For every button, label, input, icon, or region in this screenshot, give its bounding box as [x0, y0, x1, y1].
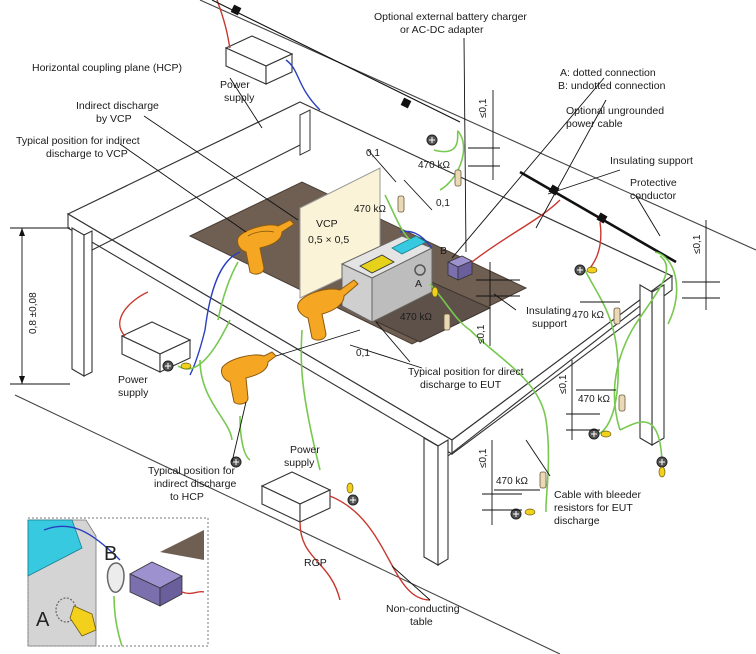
label-insulating-mid-2: support: [532, 318, 567, 330]
dimension-labels: 0,8 ±0,08 ≤0,1 ≤0,1 ≤0,1 ≤0,1 ≤0,1 0,1 0…: [28, 98, 703, 487]
power-cables: [119, 0, 602, 601]
label-charger-1: Optional external battery charger: [374, 11, 527, 23]
rgp-outline: [14, 0, 756, 654]
dim-le-2: ≤0,1: [476, 324, 487, 344]
dim-le-5: ≤0,1: [478, 448, 489, 468]
label-typical-hcp-1: Typical position for: [148, 465, 235, 477]
eut-label-b: B: [440, 245, 447, 257]
label-insulating-top: Insulating support: [610, 155, 693, 167]
label-bleeder-3: discharge: [554, 515, 600, 527]
labels: Optional external battery charger or AC-…: [16, 11, 693, 628]
label-hcp: Horizontal coupling plane (HCP): [32, 62, 182, 74]
label-protective-2: conductor: [630, 190, 677, 202]
leader-lines: [119, 37, 661, 601]
power-supply-bottom: [260, 471, 332, 523]
res-470-d: 470 kΩ: [572, 310, 604, 321]
label-protective-1: Protective: [630, 177, 677, 189]
ground-wires: [177, 130, 678, 513]
label-rgp: RGP: [304, 557, 327, 569]
label-power-top-1: Power: [220, 79, 250, 91]
vcp-title: VCP: [316, 218, 338, 230]
dim-01-a: 0,1: [366, 148, 380, 159]
dim-le-4: ≤0,1: [558, 374, 569, 394]
esd-gun-eut: [297, 279, 359, 341]
power-supply-left: [120, 321, 192, 373]
res-470-b: 470 kΩ: [354, 204, 386, 215]
dimension-lines: [10, 90, 720, 525]
eut-label-a: A: [415, 278, 422, 290]
label-indirect-vcp-2: by VCP: [96, 113, 132, 125]
dim-le-3: ≤0,1: [692, 234, 703, 254]
label-typical-eut-1: Typical position for direct: [408, 366, 524, 378]
label-ungrounded-1: Optional ungrounded: [566, 105, 664, 117]
label-charger-2: or AC-DC adapter: [400, 24, 484, 36]
res-470-c: 470 kΩ: [400, 312, 432, 323]
yellow-lugs: [180, 266, 666, 516]
esd-gun-hcp: [221, 351, 277, 405]
label-ungrounded-2: power cable: [566, 118, 623, 130]
inset-detail: B A: [27, 517, 209, 647]
eut-ground-terminal: [414, 264, 426, 276]
label-indirect-vcp-1: Indirect discharge: [76, 100, 159, 112]
label-typical-vcp-1: Typical position for indirect: [16, 135, 140, 147]
protective-conductor-line: [519, 170, 677, 264]
label-conn-b: B: undotted connection: [558, 80, 666, 92]
label-power-top-2: supply: [224, 92, 255, 104]
power-supply-top: [224, 35, 294, 85]
label-table-1: Non-conducting: [386, 603, 460, 615]
top-power-cable: [211, 0, 461, 123]
battery-charger-box: [447, 255, 473, 281]
esd-gun-vcp: [237, 219, 295, 275]
bleeder-resistors: [397, 169, 626, 489]
ground-terminals: [162, 134, 668, 520]
label-power-left-2: supply: [118, 387, 149, 399]
res-470-a: 470 kΩ: [418, 160, 450, 171]
label-insulating-mid-1: Insulating: [526, 305, 571, 317]
inset-label-b: B: [104, 543, 117, 565]
label-typical-hcp-3: to HCP: [170, 491, 204, 503]
label-bleeder-1: Cable with bleeder: [554, 489, 641, 501]
label-typical-eut-2: discharge to EUT: [420, 379, 502, 391]
label-power-bottom-2: supply: [284, 457, 315, 469]
label-typical-hcp-2: indirect discharge: [154, 478, 236, 490]
eut-keypad: [359, 254, 395, 274]
label-typical-vcp-2: discharge to VCP: [46, 148, 128, 160]
label-power-left-1: Power: [118, 374, 148, 386]
label-table-2: table: [410, 616, 433, 628]
dim-01-c: 0,1: [356, 348, 370, 359]
res-470-f: 470 kΩ: [496, 476, 528, 487]
res-470-e: 470 kΩ: [578, 394, 610, 405]
dim-01-b: 0,1: [436, 198, 450, 209]
label-conn-a: A: dotted connection: [560, 67, 656, 79]
dim-height: 0,8 ±0,08: [28, 292, 39, 334]
label-power-bottom-1: Power: [290, 444, 320, 456]
label-bleeder-2: resistors for EUT: [554, 502, 633, 514]
inset-label-a: A: [36, 609, 50, 631]
vcp-size: 0,5 × 0,5: [308, 234, 349, 246]
dim-le-1: ≤0,1: [478, 98, 489, 118]
